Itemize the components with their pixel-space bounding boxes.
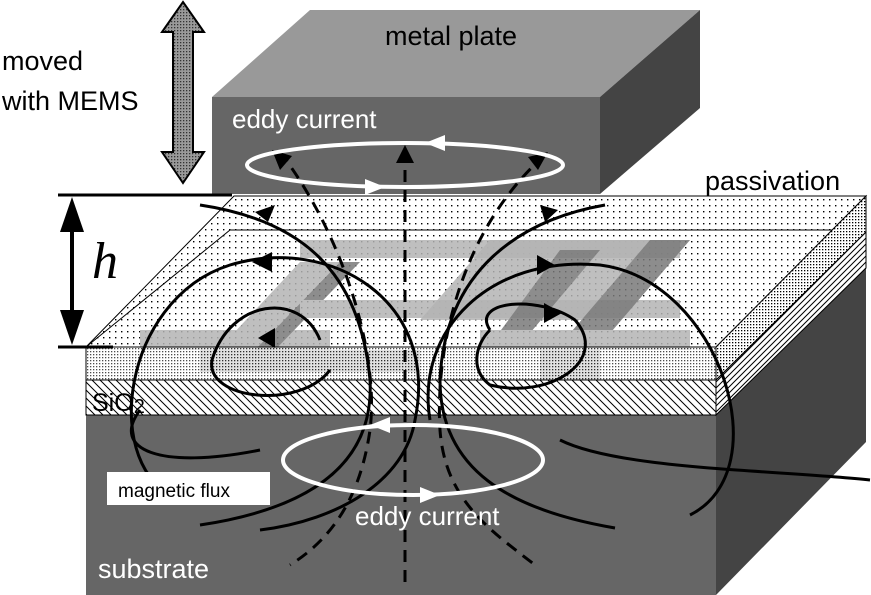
magnetic-flux-lines bbox=[129, 203, 871, 532]
dashed-arrowhead-center bbox=[396, 145, 414, 163]
moved-label-line1: moved bbox=[2, 46, 83, 76]
eddy-arrow-top-upper bbox=[425, 135, 445, 151]
sio2-label: SiO2 bbox=[92, 389, 145, 418]
dashed-arrowhead-right bbox=[528, 152, 548, 170]
metal-plate-label: metal plate bbox=[385, 21, 517, 51]
inner-layer-edge bbox=[85, 229, 231, 348]
magnetic-flux-label: magnetic flux bbox=[118, 481, 230, 502]
substrate-front bbox=[86, 415, 716, 595]
metal-plate-front bbox=[212, 97, 600, 194]
eddy-arrow-bottom-lower bbox=[420, 487, 440, 503]
dashed-flux-lines bbox=[278, 150, 546, 590]
dashed-arrowhead-left bbox=[272, 150, 292, 170]
eddy-current-top-label: eddy current bbox=[232, 104, 377, 134]
eddy-current-loop-bottom bbox=[281, 423, 545, 497]
gap-arrow-down-icon bbox=[60, 310, 84, 345]
eddy-current-bottom-label: eddy current bbox=[355, 501, 500, 531]
metal-plate-side bbox=[600, 10, 700, 194]
passivation-front bbox=[85, 346, 717, 381]
passivation-label: passivation bbox=[705, 166, 840, 196]
eddy-arrow-bottom-upper bbox=[370, 417, 390, 433]
height-symbol: h bbox=[92, 233, 118, 290]
substrate-side bbox=[716, 268, 866, 595]
gap-arrow-up-icon bbox=[60, 197, 84, 232]
substrate-label: substrate bbox=[98, 554, 209, 584]
flux-arrowheads bbox=[252, 205, 562, 348]
moved-label-line2: with MEMS bbox=[1, 86, 139, 116]
magnetic-flux-label-box bbox=[107, 472, 270, 505]
passivation-side bbox=[715, 194, 867, 382]
eddy-arrow-top-lower bbox=[365, 179, 385, 195]
eddy-current-loop-top bbox=[245, 141, 565, 189]
sio2-subscript: 2 bbox=[134, 396, 145, 418]
sio2-front bbox=[85, 379, 717, 416]
sio2-main: SiO bbox=[92, 389, 134, 417]
mems-double-arrow-icon bbox=[160, 0, 206, 185]
metal-plate-top bbox=[212, 10, 700, 97]
